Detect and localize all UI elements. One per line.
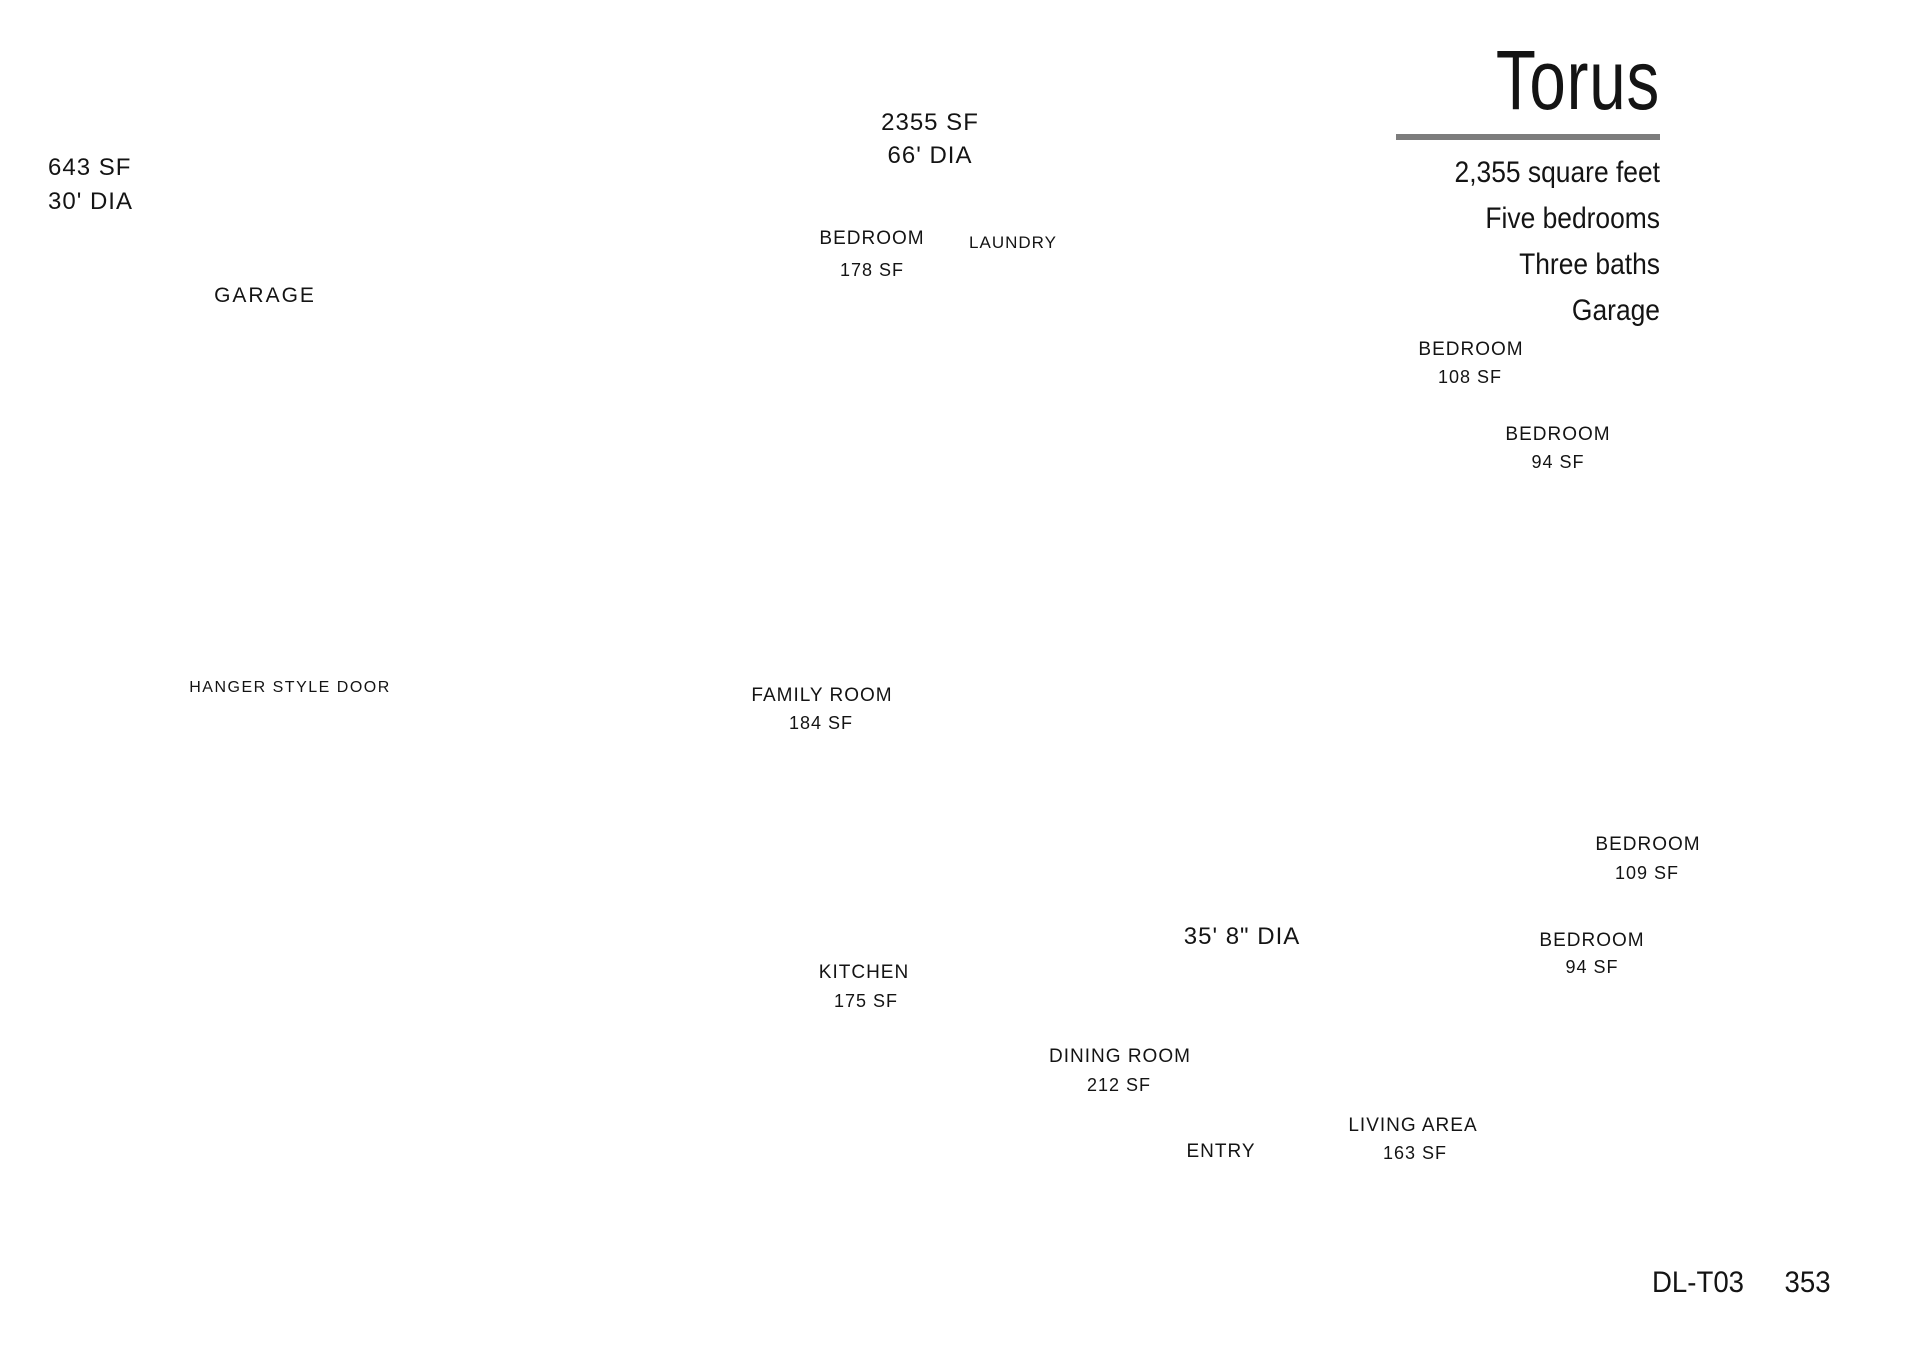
label-bedroom-108: BEDROOM (1418, 339, 1523, 360)
page-number: 353 (1784, 1266, 1831, 1299)
label-bedroom-94b: BEDROOM (1539, 930, 1644, 951)
annotation-courtyard-dia: 35' 8" DIA (1184, 923, 1301, 950)
page-title: Torus (1495, 33, 1660, 127)
label-garage: GARAGE (214, 284, 316, 307)
plan-labels: 643 SF 30' DIA 2355 SF 66' DIA 35' 8" DI… (46, 107, 1703, 1166)
sheet-footer: DL-T03 353 (1652, 1266, 1831, 1300)
spec-bedrooms: Five bedrooms (1485, 202, 1660, 235)
annotation-garage-sf: 643 SF (48, 154, 131, 181)
title-rule (1396, 134, 1660, 140)
area-bedroom-108: 108 SF (1438, 367, 1502, 387)
spec-square-feet: 2,355 square feet (1454, 156, 1660, 189)
label-bedroom-94a: BEDROOM (1505, 424, 1610, 445)
plan-code: DL-T03 (1652, 1266, 1745, 1299)
label-laundry: LAUNDRY (969, 233, 1057, 252)
title-block: Torus 2,355 square feet Five bedrooms Th… (1396, 38, 1660, 334)
label-bedroom-109: BEDROOM (1595, 834, 1700, 855)
spec-garage: Garage (1571, 294, 1660, 327)
annotation-dome-dia: 66' DIA (888, 142, 973, 169)
area-living-area: 163 SF (1383, 1143, 1447, 1163)
spec-baths: Three baths (1519, 248, 1660, 281)
label-dining-room: DINING ROOM (1049, 1046, 1191, 1067)
area-kitchen: 175 SF (834, 991, 898, 1011)
annotation-hangar-door: HANGER STYLE DOOR (189, 679, 391, 696)
label-kitchen: KITCHEN (819, 962, 909, 983)
label-living-area: LIVING AREA (1348, 1115, 1477, 1136)
area-bedroom-94a: 94 SF (1531, 452, 1584, 472)
area-family-room: 184 SF (789, 713, 853, 733)
area-bedroom-94b: 94 SF (1565, 957, 1618, 977)
label-family-room: FAMILY ROOM (751, 685, 892, 706)
area-bedroom-178: 178 SF (840, 260, 904, 280)
label-bedroom-178: BEDROOM (819, 228, 924, 249)
annotation-dome-sf: 2355 SF (881, 109, 979, 136)
annotation-garage-dia: 30' DIA (48, 188, 133, 215)
label-entry: ENTRY (1186, 1141, 1255, 1162)
area-dining-room: 212 SF (1087, 1075, 1151, 1095)
area-bedroom-109: 109 SF (1615, 863, 1679, 883)
